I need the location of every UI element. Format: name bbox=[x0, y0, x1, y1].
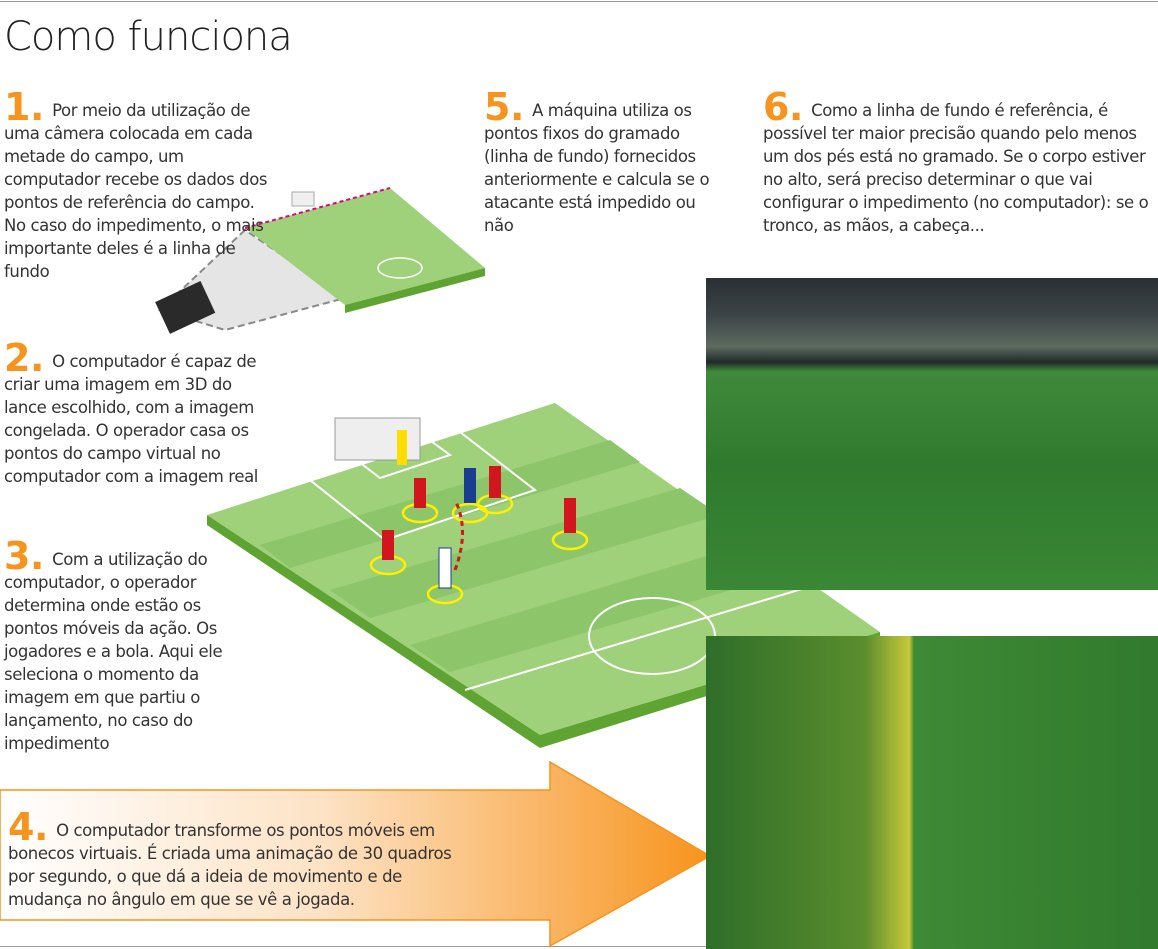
step-2: 2.O computador é capaz de criar uma imag… bbox=[4, 339, 259, 488]
top-rule bbox=[0, 1, 1158, 2]
step-text: A máquina utiliza os pontos fixos do gra… bbox=[484, 101, 710, 235]
step-number: 5. bbox=[484, 85, 525, 129]
camera-icon bbox=[155, 281, 216, 334]
step-number: 4. bbox=[8, 805, 49, 849]
step-1: 1.Por meio da utilização de uma câmera c… bbox=[4, 88, 274, 283]
step-number: 3. bbox=[4, 534, 45, 578]
stadium-photo-1 bbox=[706, 278, 1158, 590]
goal bbox=[334, 417, 421, 461]
step-4: 4.O computador transforme os pontos móve… bbox=[8, 808, 478, 911]
small-field bbox=[245, 188, 485, 305]
step-text: O computador é capaz de criar uma imagem… bbox=[4, 352, 258, 486]
orange-arrow bbox=[0, 760, 712, 948]
step-6: 6.Como a linha de fundo é referência, é … bbox=[763, 88, 1158, 237]
step-number: 1. bbox=[4, 85, 45, 129]
players bbox=[382, 430, 576, 589]
step-text: Como a linha de fundo é referência, é po… bbox=[763, 101, 1149, 235]
page-title: Como funciona bbox=[4, 14, 293, 60]
bottom-rule bbox=[0, 946, 1158, 947]
step-number: 2. bbox=[4, 336, 45, 380]
step-5: 5.A máquina utiliza os pontos fixos do g… bbox=[484, 88, 714, 237]
step-text: Com a utilização do computador, o operad… bbox=[4, 550, 223, 753]
step-text: Por meio da utilização de uma câmera col… bbox=[4, 101, 268, 281]
stadium-photo-2 bbox=[706, 636, 1158, 949]
pass-line bbox=[453, 499, 464, 571]
step-text: O computador transforme os pontos móveis… bbox=[8, 821, 452, 909]
step-number: 6. bbox=[763, 85, 804, 129]
step-3: 3.Com a utilização do computador, o oper… bbox=[4, 537, 234, 755]
